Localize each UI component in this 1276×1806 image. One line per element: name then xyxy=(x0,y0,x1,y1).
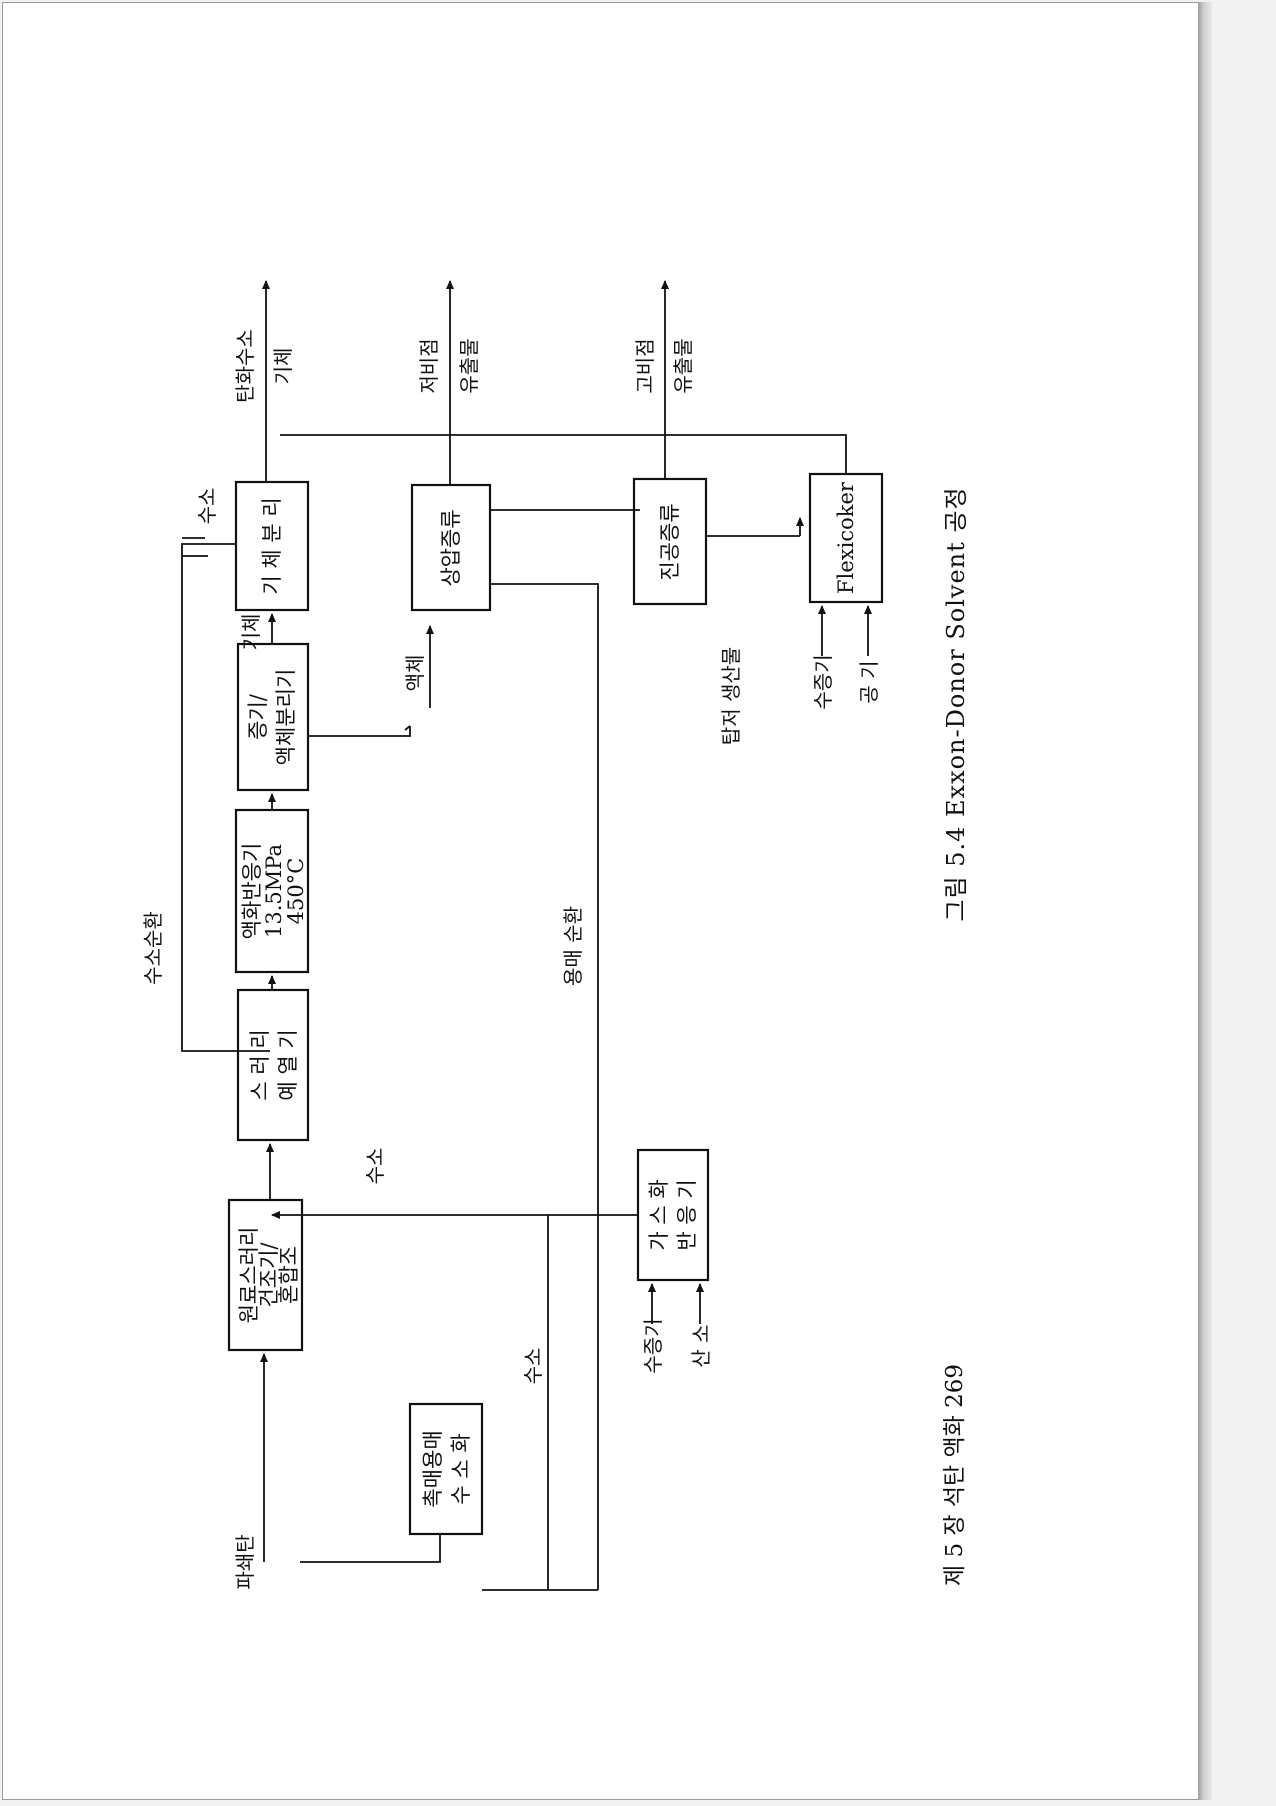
box-liquefaction-reactor-line3: 450°C xyxy=(284,858,308,925)
box-slurry-heater-line2: 예 열 기 xyxy=(276,1029,300,1100)
label-hydrogen-recycle: 수소순환 xyxy=(141,911,165,985)
label-low-bp-line1: 저비점 xyxy=(417,338,441,393)
box-liquefaction-reactor-line1: 액화반응기 xyxy=(240,843,264,940)
box-vacuum-distillation: 진공증류 xyxy=(632,477,708,606)
box-gasification-reactor-line1: 가 스 화 xyxy=(647,1179,671,1250)
line-hydrogen-recycle xyxy=(181,543,270,1052)
label-hydrocarbon-gas-line2: 기체 xyxy=(271,348,295,385)
box-gasification-reactor-line2: 반 응 기 xyxy=(675,1179,699,1250)
label-air: 공 기 xyxy=(857,660,881,703)
box-vacuum-distillation-line1: 진공증류 xyxy=(658,503,682,580)
box-atmospheric-distillation: 상압증류 xyxy=(410,483,492,612)
line-separator-liquid xyxy=(308,726,411,737)
label-high-bp-line1: 고비점 xyxy=(633,338,657,393)
box-catalytic-solvent-hydrogenation-line2: 수 소 화 xyxy=(449,1433,473,1504)
box-gasification-reactor: 가 스 화 반 응 기 xyxy=(636,1148,710,1282)
box-slurry-heater: 스 러 리 예 열 기 xyxy=(236,988,310,1142)
label-steam-coker: 수증기 xyxy=(811,654,835,709)
page-edge-shadow xyxy=(1198,2,1212,1800)
label-solvent-recycle: 용매 순환 xyxy=(561,906,585,986)
box-vapor-liquid-separator-line2: 액체분리기 xyxy=(274,669,298,766)
label-crushed-coal: 파쇄탄 xyxy=(233,1534,257,1589)
label-liquid: 액체 xyxy=(403,655,427,692)
page-footer: 제 5 장 석탄 액화 269 xyxy=(942,1364,968,1586)
box-feed-prep-line1: 원료스러리 xyxy=(237,1227,261,1324)
box-vapor-liquid-separator: 증기/ 액체분리기 xyxy=(236,642,310,792)
line-liquid-tick xyxy=(404,725,411,731)
rotated-page-content: 원료스러리 건조기/ 혼합조 스 러 리 예 열 기 액화반응기 13.5MPa… xyxy=(141,280,970,1591)
line-flexicoker-gas xyxy=(280,434,847,474)
box-feed-prep-line2: 건조기/ xyxy=(257,1242,281,1308)
box-liquefaction-reactor: 액화반응기 13.5MPa 450°C xyxy=(234,808,310,974)
label-hydrogen-mid: 수소 xyxy=(363,1148,387,1185)
box-catalytic-solvent-hydrogenation: 촉매용매 수 소 화 xyxy=(408,1402,484,1536)
label-hydrogen-left: 수소 xyxy=(521,1348,545,1385)
label-oxygen: 산 소 xyxy=(689,1324,713,1367)
box-gas-separation-line1: 기 체 분 리 xyxy=(260,497,284,594)
box-catalytic-solvent-hydrogenation-line1: 촉매용매 xyxy=(421,1430,445,1507)
box-vapor-liquid-separator-line1: 증기/ xyxy=(246,693,270,740)
label-hydrogen-top: 수소 xyxy=(195,488,219,525)
box-flexicoker-line1: Flexicoker xyxy=(834,481,858,594)
label-hydrocarbon-gas-line1: 탄화수소 xyxy=(233,329,257,403)
document-page xyxy=(2,2,1200,1800)
figure-caption: 그림 5.4 Exxon-Donor Solvent 공정 xyxy=(942,486,970,921)
box-slurry-heater-line1: 스 러 리 xyxy=(248,1029,272,1100)
label-high-bp-line2: 유출물 xyxy=(671,338,695,393)
box-feed-prep: 원료스러리 건조기/ 혼합조 xyxy=(227,1198,304,1352)
box-feed-prep-line3: 혼합조 xyxy=(277,1246,301,1304)
label-steam-gasifier: 수증기 xyxy=(641,1318,665,1373)
line-solvent-recycle xyxy=(490,583,599,1590)
box-flexicoker: Flexicoker xyxy=(808,472,884,604)
box-liquefaction-reactor-line2: 13.5MPa xyxy=(262,844,286,938)
label-gas: 기체 xyxy=(239,614,263,651)
label-low-bp-line2: 유출물 xyxy=(457,338,481,393)
line-hydrogenated-solvent xyxy=(300,1534,441,1563)
box-gas-separation: 기 체 분 리 xyxy=(234,480,310,612)
flow-lines xyxy=(181,280,872,1591)
label-vacuum-bottoms: 탑저 생산물 xyxy=(719,647,743,745)
box-atmospheric-distillation-line1: 상압증류 xyxy=(439,509,463,586)
